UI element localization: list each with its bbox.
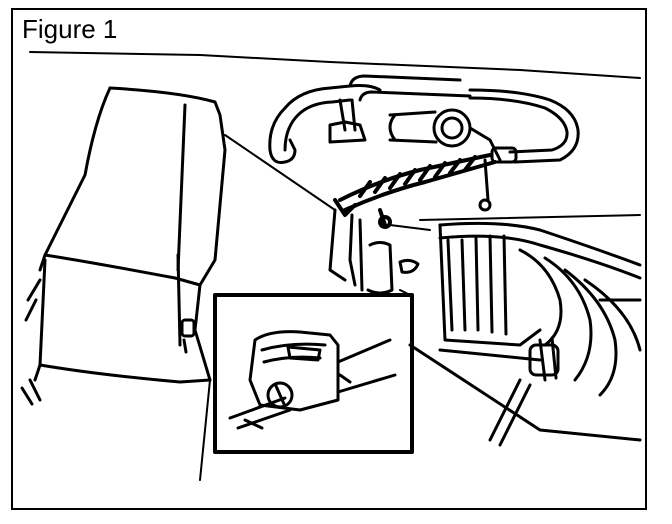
engine-bay-lines — [199, 214, 641, 481]
figure-title: Figure 1 — [22, 14, 118, 44]
connector-bracket — [328, 208, 420, 295]
inset-detail-box — [213, 293, 414, 454]
figure-frame — [11, 8, 647, 510]
wiring-harness — [333, 153, 497, 229]
leader-line-upper — [224, 134, 336, 211]
inset-connector-detail — [228, 330, 397, 430]
air-cleaner-box — [20, 86, 227, 406]
intake-duct — [408, 221, 642, 447]
hood-edge-line — [29, 51, 641, 79]
vacuum-hoses — [268, 74, 580, 164]
vacuum-valve — [388, 108, 518, 212]
